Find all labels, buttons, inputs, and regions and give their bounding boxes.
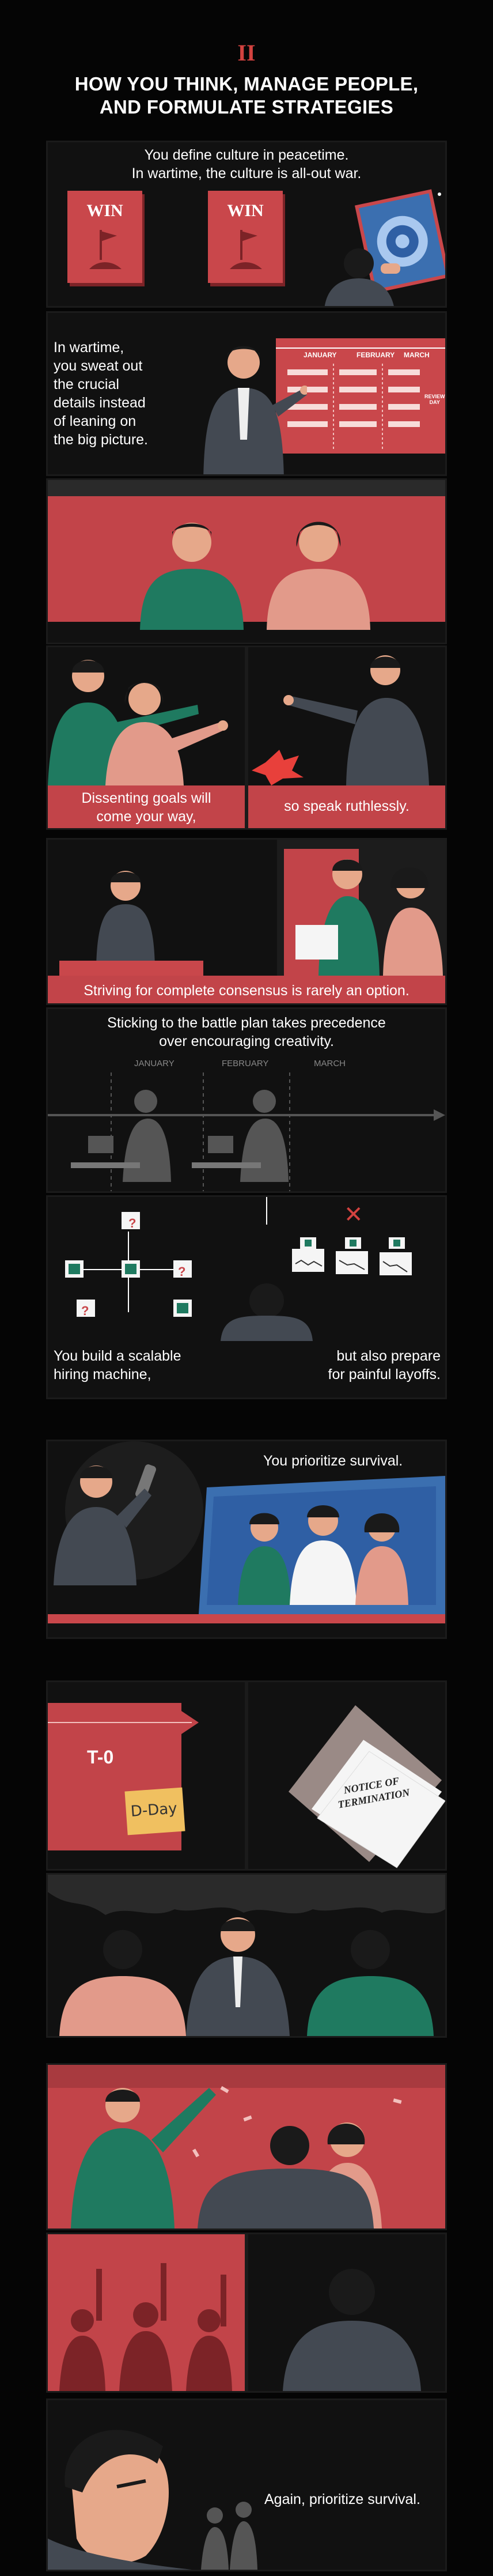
panel-final: Again, prioritize survival. bbox=[46, 2399, 447, 2571]
dissent-caption-left-line-2: come your way, bbox=[96, 809, 196, 825]
question-mark-top: ? bbox=[128, 1216, 136, 1230]
determined-boss-illustration bbox=[48, 2430, 257, 2570]
panel-culture: You define culture in peacetime. In wart… bbox=[46, 141, 447, 308]
final-caption: Again, prioritize survival. bbox=[264, 2491, 420, 2507]
review-day-label: REVIEW DAY bbox=[424, 394, 445, 405]
hiring-caption-right-line-2: for painful layoffs. bbox=[328, 1366, 441, 1383]
dday-label: D-Day bbox=[130, 1800, 178, 1820]
culture-caption: You define culture in peacetime. In wart… bbox=[48, 146, 445, 183]
details-caption-line-5: of leaning on bbox=[54, 413, 136, 429]
culture-caption-line-2: In wartime, the culture is all-out war. bbox=[131, 165, 362, 182]
battle-plan-caption-line-2: over encouraging creativity. bbox=[159, 1033, 334, 1049]
panel-consensus: Striving for complete consensus is rarel… bbox=[46, 838, 447, 1005]
survival-caption: You prioritize survival. bbox=[263, 1453, 403, 1469]
review-day-line-2: DAY bbox=[429, 399, 440, 405]
boss-back-illustration bbox=[283, 2269, 421, 2391]
arguing-employees-illustration bbox=[48, 660, 228, 785]
schedule-month-2: FEBRUARY bbox=[357, 351, 395, 359]
layoff-cross-icon: ✕ bbox=[344, 1202, 363, 1227]
hiring-network-diagram bbox=[65, 1197, 412, 1341]
meeting-illustration bbox=[48, 1875, 445, 2036]
battle-month-3: MARCH bbox=[314, 1059, 346, 1068]
panel-two-people bbox=[46, 478, 447, 644]
dissent-caption-bar: Dissenting goals will come your way, bbox=[48, 785, 245, 828]
panel-details: In wartime, you sweat out the crucial de… bbox=[46, 311, 447, 476]
panel-survival: You prioritize survival. bbox=[46, 1440, 447, 1639]
win-sign-left-text: WIN bbox=[86, 201, 123, 220]
dissent-caption-right: so speak ruthlessly. bbox=[284, 798, 409, 814]
page-title-line-1: HOW YOU THINK, MANAGE PEOPLE, bbox=[74, 73, 419, 95]
hiring-caption-left: You build a scalable hiring machine, bbox=[54, 1347, 181, 1384]
boss-with-phone-illustration bbox=[48, 1441, 445, 1623]
details-caption-line-3: the crucial bbox=[54, 376, 119, 392]
schedule-month-1: JANUARY bbox=[304, 351, 337, 359]
section-number: II bbox=[237, 40, 256, 66]
panel-countdown: T-0 D-Day bbox=[46, 1680, 246, 1871]
boss-at-desk-illustration bbox=[59, 840, 445, 976]
battle-month-2: FEBRUARY bbox=[222, 1059, 269, 1068]
timeline-workers-illustration bbox=[48, 1072, 445, 1191]
protest-silhouettes-illustration bbox=[59, 2263, 232, 2391]
panel-meeting bbox=[46, 1873, 447, 2038]
two-employees-illustration bbox=[140, 522, 370, 630]
dissent-caption-bar-right: so speak ruthlessly. bbox=[248, 785, 445, 828]
win-sign-right-text: WIN bbox=[227, 201, 264, 220]
flag-icon bbox=[230, 230, 262, 269]
details-caption: In wartime, you sweat out the crucial de… bbox=[54, 338, 148, 449]
hiring-caption-left-line-2: hiring machine, bbox=[54, 1366, 151, 1383]
manager-pointing-illustration bbox=[203, 346, 307, 474]
panel-battle-plan: Sticking to the battle plan takes preced… bbox=[46, 1007, 447, 1193]
termination-envelope-illustration bbox=[289, 1705, 445, 1868]
win-sign-left: WIN bbox=[67, 191, 142, 283]
consensus-caption: Striving for complete consensus is rarel… bbox=[84, 983, 409, 999]
win-sign-right: WIN bbox=[208, 191, 283, 283]
flag-icon bbox=[89, 230, 122, 269]
question-mark-bottom: ? bbox=[81, 1304, 89, 1318]
schedule-grid bbox=[287, 364, 420, 450]
countdown-arrow bbox=[48, 1709, 199, 1736]
culture-caption-line-1: You define culture in peacetime. bbox=[144, 147, 349, 163]
review-day-line-1: REVIEW bbox=[424, 394, 445, 399]
hiring-caption-right-line-1: but also prepare bbox=[336, 1348, 441, 1364]
hiring-caption-left-line-1: You build a scalable bbox=[54, 1348, 181, 1364]
panel-boss-back bbox=[246, 2233, 447, 2393]
dissent-caption-left-line-1: Dissenting goals will bbox=[81, 790, 211, 806]
details-caption-line-2: you sweat out bbox=[54, 358, 143, 374]
panel-crowd-left bbox=[46, 2233, 246, 2393]
battle-plan-caption-line-1: Sticking to the battle plan takes preced… bbox=[107, 1015, 386, 1031]
hiring-caption-right: but also prepare for painful layoffs. bbox=[318, 1347, 441, 1384]
dday-sticky-note: D-Day bbox=[124, 1787, 185, 1835]
frustrated-employees-illustration bbox=[48, 2065, 445, 2228]
man-with-target-illustration bbox=[324, 189, 445, 306]
battle-plan-caption: Sticking to the battle plan takes preced… bbox=[48, 1014, 445, 1051]
panel-dissent-left: Dissenting goals will come your way, bbox=[46, 645, 246, 830]
panel-hiring: ? ? ? ✕ You build a scalable hiring mach… bbox=[46, 1195, 447, 1399]
question-mark-right: ? bbox=[178, 1264, 186, 1279]
schedule-month-3: MARCH bbox=[404, 351, 430, 359]
panel-frustration bbox=[46, 2063, 447, 2230]
details-caption-line-6: the big picture. bbox=[54, 432, 148, 448]
consensus-caption-bar: Striving for complete consensus is rarel… bbox=[48, 976, 445, 1003]
details-caption-line-4: details instead bbox=[54, 395, 146, 411]
page-title-line-2: AND FORMULATE STRATEGIES bbox=[99, 96, 394, 118]
speaking-manager-illustration bbox=[252, 655, 429, 785]
panel-dissent-right: so speak ruthlessly. bbox=[246, 645, 447, 830]
battle-month-1: JANUARY bbox=[134, 1059, 175, 1068]
page-title: HOW YOU THINK, MANAGE PEOPLE, AND FORMUL… bbox=[0, 73, 493, 119]
countdown-label: T-0 bbox=[87, 1747, 114, 1767]
dissent-caption-left: Dissenting goals will come your way, bbox=[48, 789, 245, 826]
panel-notice: NOTICE OF TERMINATION bbox=[246, 1680, 447, 1871]
details-caption-line-1: In wartime, bbox=[54, 339, 124, 356]
